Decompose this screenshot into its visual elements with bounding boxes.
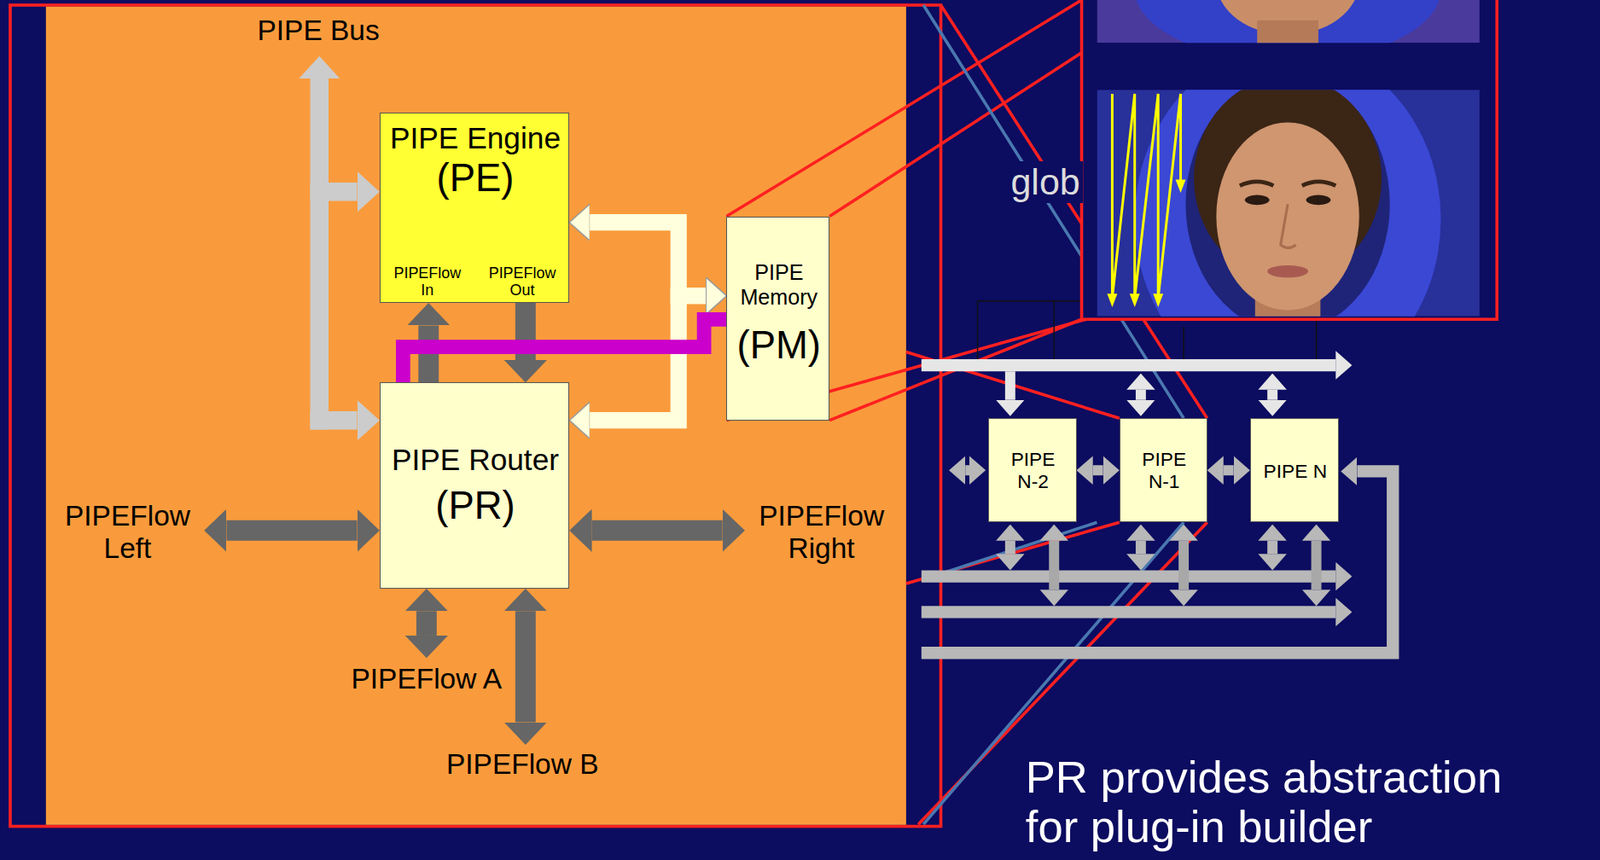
bus-label: PIPE Bus (236, 14, 400, 48)
scan-path (1111, 93, 1181, 298)
face (1216, 122, 1359, 310)
port-label: PIPEFlow Out (483, 264, 562, 300)
memory-box: PIPE Memory (PM) (726, 216, 830, 421)
wire (1053, 301, 1055, 360)
arrow-head (1175, 179, 1187, 193)
bus-line (310, 78, 330, 430)
bus-tap (1048, 541, 1059, 590)
hood-shadow (1186, 89, 1391, 316)
bus-tap (1135, 541, 1147, 555)
router-box: PIPE Router (PR) (379, 382, 570, 589)
wire (1182, 326, 1184, 360)
bus-arrow (921, 359, 1336, 372)
pipe-name: PIPE N-2 (1002, 448, 1065, 493)
flow-label: PIPEFlow Left (46, 500, 210, 566)
pipe-box: PIPE N (1250, 418, 1339, 523)
arrow-head (1129, 293, 1141, 308)
connector (402, 319, 727, 383)
bus-tap (1311, 541, 1322, 590)
neck (1256, 20, 1319, 43)
brow (1239, 181, 1274, 187)
eye (1245, 194, 1270, 205)
bus-tap (1135, 389, 1147, 401)
flow-arrow (515, 610, 536, 722)
box-title: PIPE Router (380, 442, 571, 478)
arrow-head (1106, 293, 1118, 308)
pipe-name: PIPE N (1253, 459, 1338, 483)
flow-label: PIPEFlow A (344, 663, 508, 697)
pipe-box: PIPE N-1 (1119, 418, 1208, 523)
zoom-frame (10, 5, 942, 827)
bus-tap (1178, 541, 1189, 590)
flow-label: PIPEFlow B (441, 748, 605, 782)
nose (1280, 203, 1297, 248)
engine-box: PIPE Engine(PE) PIPEFlow In PIPEFlow Out (379, 112, 570, 304)
bus-branch (310, 411, 358, 431)
connector (589, 222, 706, 297)
flow-arrow (416, 610, 437, 636)
bus-arrow (921, 570, 1336, 582)
connector (1093, 465, 1104, 476)
scan-arrows (1106, 93, 1186, 308)
photo-face (1096, 89, 1479, 316)
pipe-bus-arrow (310, 78, 358, 430)
flow-arrow (592, 520, 723, 542)
bus-tap (1267, 541, 1278, 555)
box-abbrev: (PM) (727, 323, 831, 368)
bus-tap (1005, 371, 1016, 400)
box-title: PIPE Memory (727, 260, 831, 310)
box-abbrev: (PR) (380, 483, 571, 529)
partial-text: glob (1007, 161, 1083, 204)
bus-arrow (921, 605, 1336, 618)
mini-buses (921, 365, 1393, 653)
brow (1302, 181, 1336, 187)
bus-branch (310, 182, 358, 202)
mouth (1267, 265, 1309, 278)
bus-tap (1005, 541, 1016, 555)
box-title: PIPE Engine (380, 121, 571, 157)
bus-tap (1267, 389, 1278, 401)
flow-arrow (226, 520, 357, 542)
link-arrow (965, 465, 970, 476)
flow-label: PIPEFlow Right (739, 500, 903, 566)
box-abbrev: (PE) (380, 156, 571, 201)
router-panel (46, 6, 907, 826)
pipe-name: PIPE N-1 (1133, 448, 1195, 493)
arrow-head (1152, 293, 1164, 308)
zoom-lines (726, 0, 1207, 825)
slide-caption: PR provides abstraction for plug-in buil… (1025, 752, 1536, 852)
photo-top (1096, 0, 1479, 43)
eye (1306, 194, 1332, 205)
connector (589, 296, 706, 421)
wire (977, 301, 978, 360)
hood (1134, 0, 1442, 43)
port-label: PIPEFlow In (388, 264, 466, 300)
pipe-box: PIPE N-2 (988, 418, 1077, 523)
connector (1223, 465, 1234, 476)
